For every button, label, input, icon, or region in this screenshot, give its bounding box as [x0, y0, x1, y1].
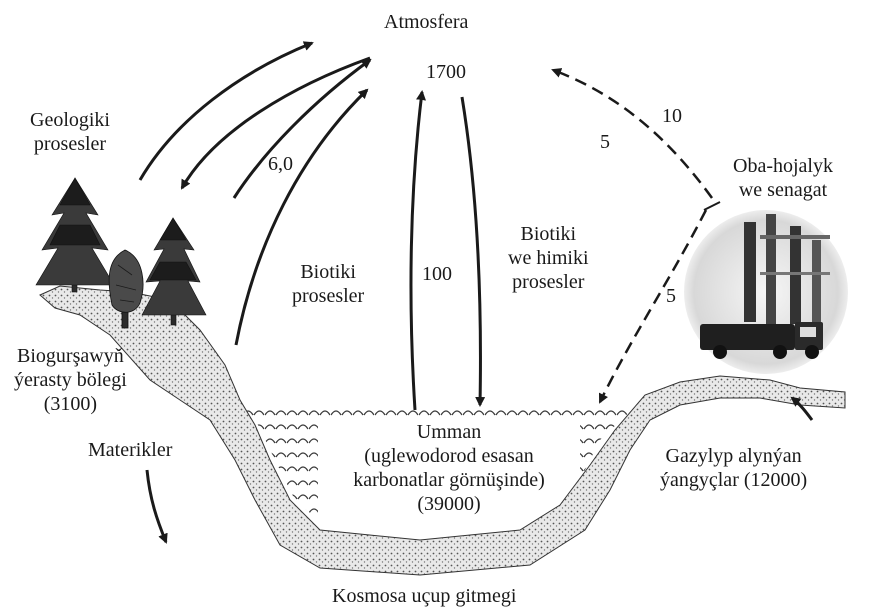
atmosphere-title: Atmosfera	[384, 10, 468, 34]
materials-arrow	[147, 470, 166, 542]
tree-icon	[142, 218, 206, 325]
tree-icon	[36, 178, 114, 292]
geo-arrow-6	[234, 60, 370, 198]
materials-label: Materikler	[88, 438, 172, 462]
ocean-down-arrow	[462, 97, 480, 405]
industry-atm-arrow	[553, 70, 712, 198]
industry-to-atm-value: 10	[662, 104, 682, 128]
atmosphere-value: 1700	[426, 60, 466, 84]
ocean-up-arrow	[411, 92, 422, 410]
industry-to-ocean-value: 5	[666, 284, 676, 308]
geo-flow-value: 6,0	[268, 152, 293, 176]
factory-icon	[684, 210, 848, 374]
space-escape-label: Kosmosa uçup gitmegi	[332, 584, 516, 608]
ocean-up-value: 100	[422, 262, 452, 286]
atm-return-value: 5	[600, 130, 610, 154]
branch-tick	[704, 202, 720, 210]
